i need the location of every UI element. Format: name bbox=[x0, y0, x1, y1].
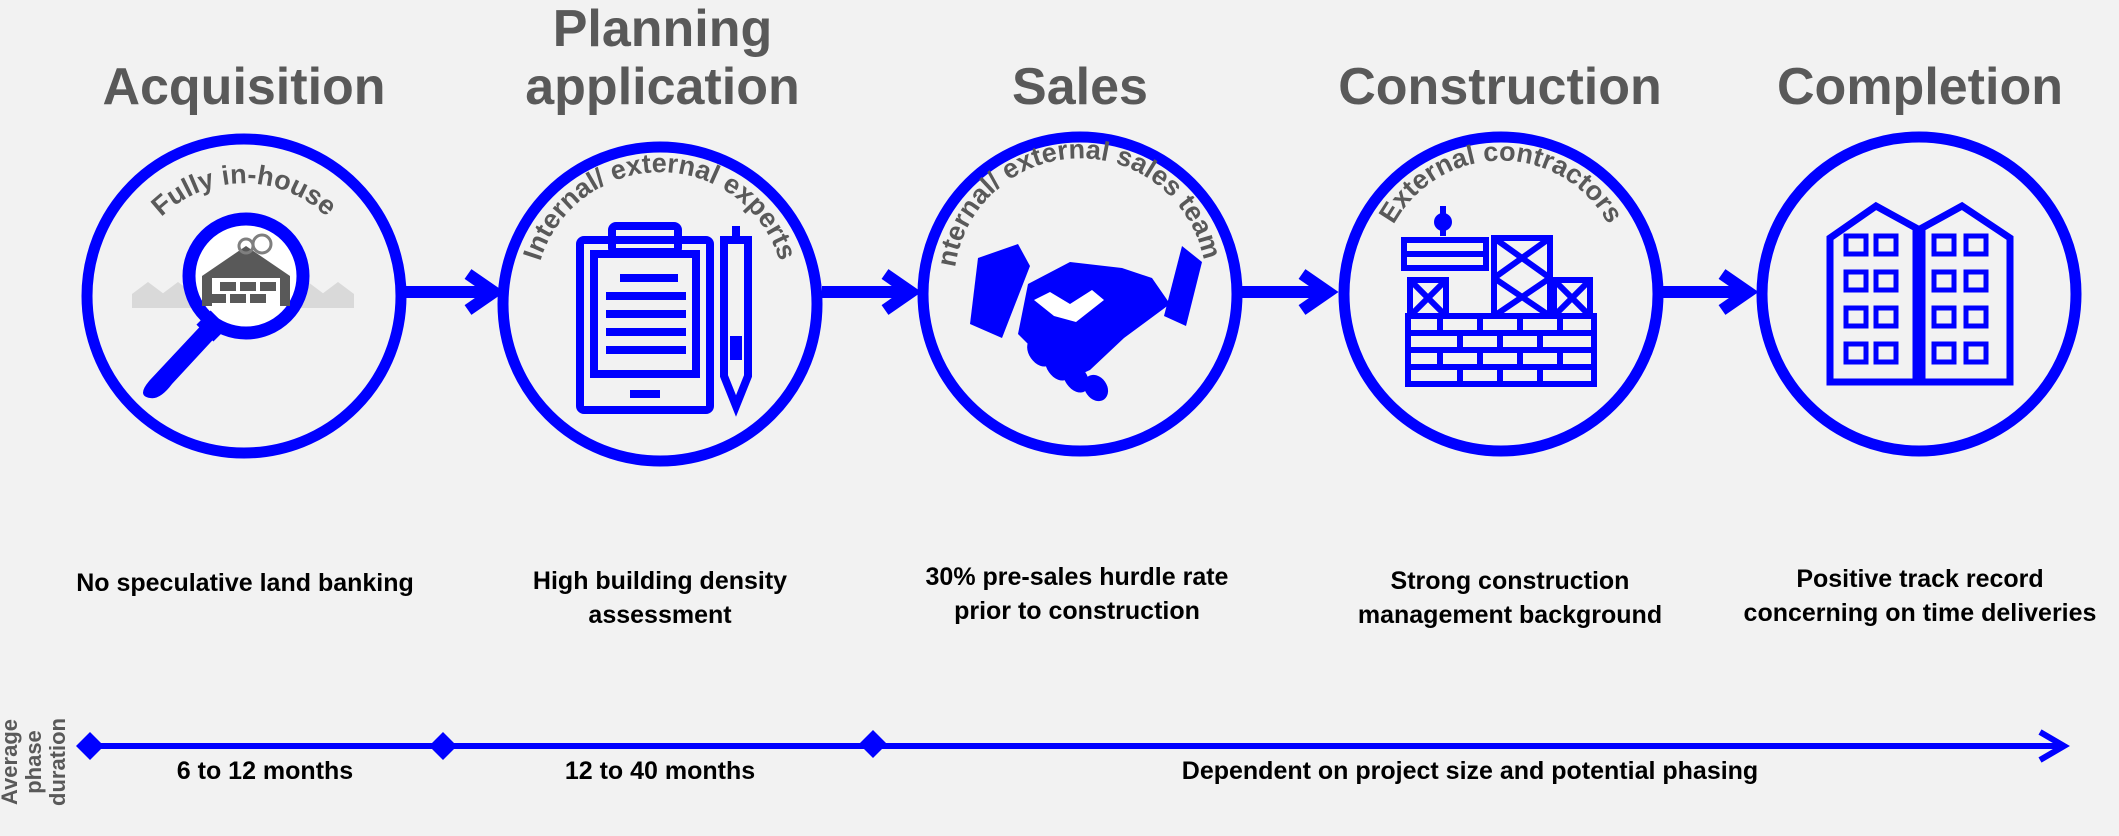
timeline-axis-label: Average phase duration bbox=[0, 718, 70, 806]
handshake-icon bbox=[970, 244, 1202, 402]
crane-brickwall-icon bbox=[1401, 206, 1597, 387]
clipboard-pen-icon bbox=[576, 222, 752, 417]
timeline-arrowhead bbox=[2038, 729, 2070, 763]
stage-description-planning: High building density assessment bbox=[532, 567, 788, 629]
duration-planning: 12 to 40 months bbox=[564, 757, 756, 785]
connector-arrowhead bbox=[1298, 269, 1339, 315]
stage-title-planning: Planning application bbox=[525, 0, 800, 116]
connector-arrowhead bbox=[1718, 269, 1759, 315]
timeline-milestone bbox=[76, 732, 104, 760]
stage-title-construction: Construction bbox=[1338, 58, 1662, 116]
stage-description-sales: 30% pre-sales hurdle rate prior to const… bbox=[925, 563, 1229, 625]
duration-remaining-phases: Dependent on project size and potential … bbox=[1181, 757, 1759, 785]
stage-circle-construction bbox=[1338, 131, 1664, 457]
stage-description-completion: Positive track record concerning on time… bbox=[1743, 565, 2097, 627]
timeline-milestone bbox=[429, 732, 457, 760]
timeline bbox=[76, 729, 2070, 763]
duration-acquisition: 6 to 12 months bbox=[176, 757, 354, 785]
stage-description-construction: Strong construction management backgroun… bbox=[1357, 567, 1663, 629]
magnifier-warehouse-icon bbox=[132, 212, 354, 399]
connector-arrowhead bbox=[464, 269, 505, 315]
stage-title-acquisition: Acquisition bbox=[102, 58, 386, 116]
apartment-buildings-icon bbox=[1826, 201, 2014, 386]
stage-description-acquisition: No speculative land banking bbox=[76, 569, 414, 597]
timeline-milestone bbox=[859, 730, 887, 758]
connector-arrowhead bbox=[881, 269, 922, 315]
stage-title-completion: Completion bbox=[1777, 58, 2063, 116]
stage-connectors bbox=[405, 269, 1759, 315]
stage-title-sales: Sales bbox=[1012, 58, 1148, 116]
